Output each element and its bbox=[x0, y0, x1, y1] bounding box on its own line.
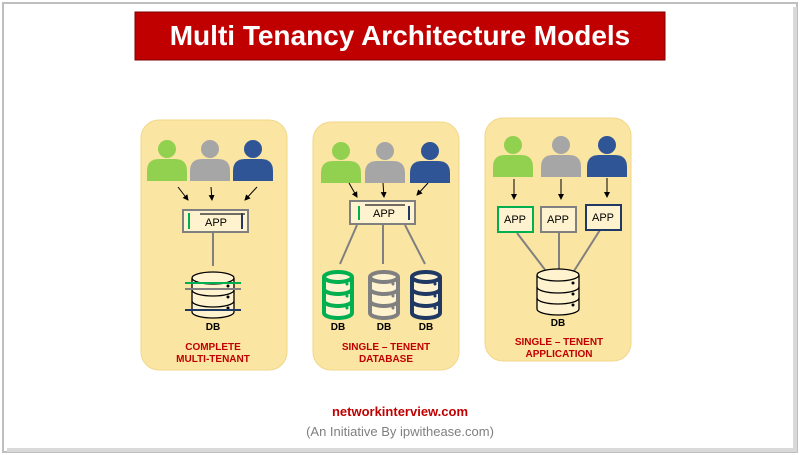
db-label: DB bbox=[551, 318, 565, 329]
db-label: DB bbox=[419, 322, 433, 333]
app-label: APP bbox=[547, 214, 569, 226]
database-icon bbox=[191, 271, 235, 319]
database-icon-gray bbox=[368, 270, 400, 320]
page-title: Multi Tenancy Architecture Models bbox=[170, 20, 631, 51]
footer-site: networkinterview.com bbox=[332, 404, 468, 419]
app-box-gray bbox=[540, 206, 577, 233]
app-label: APP bbox=[373, 208, 395, 220]
panel-single-tenant-application: APP APP APP DB SINGLE – TENENT APPLICATI… bbox=[484, 117, 632, 362]
arrows bbox=[511, 178, 610, 200]
app-label: APP bbox=[504, 214, 526, 226]
app-box-green bbox=[497, 206, 534, 233]
database-icon-blue bbox=[410, 270, 442, 320]
caption-line-2: DATABASE bbox=[359, 354, 413, 365]
title-banner bbox=[134, 11, 666, 61]
arrows bbox=[177, 186, 258, 201]
app-box bbox=[349, 200, 416, 225]
panel-complete-multi-tenant: APP DB COMPLETE MULTI-TENANT bbox=[140, 119, 288, 371]
app-box bbox=[182, 209, 249, 233]
footer-tagline: (An Initiative By ipwithease.com) bbox=[306, 424, 494, 439]
panel-single-tenant-database: APP DB DB DB SINGLE – TENENT DATABASE bbox=[312, 121, 460, 371]
database-icon-green bbox=[322, 270, 354, 320]
caption-line-1: COMPLETE bbox=[185, 342, 241, 353]
db-label: DB bbox=[377, 322, 391, 333]
db-label: DB bbox=[331, 322, 345, 333]
app-box-blue bbox=[585, 204, 622, 231]
database-icon bbox=[536, 268, 580, 316]
caption-line-1: SINGLE – TENENT bbox=[515, 337, 603, 348]
app-label: APP bbox=[205, 217, 227, 229]
caption-line-2: APPLICATION bbox=[525, 349, 592, 360]
app-label: APP bbox=[592, 212, 614, 224]
caption-line-1: SINGLE – TENENT bbox=[342, 342, 430, 353]
arrows bbox=[348, 182, 429, 198]
caption-line-2: MULTI-TENANT bbox=[176, 354, 250, 365]
db-label: DB bbox=[206, 322, 220, 333]
